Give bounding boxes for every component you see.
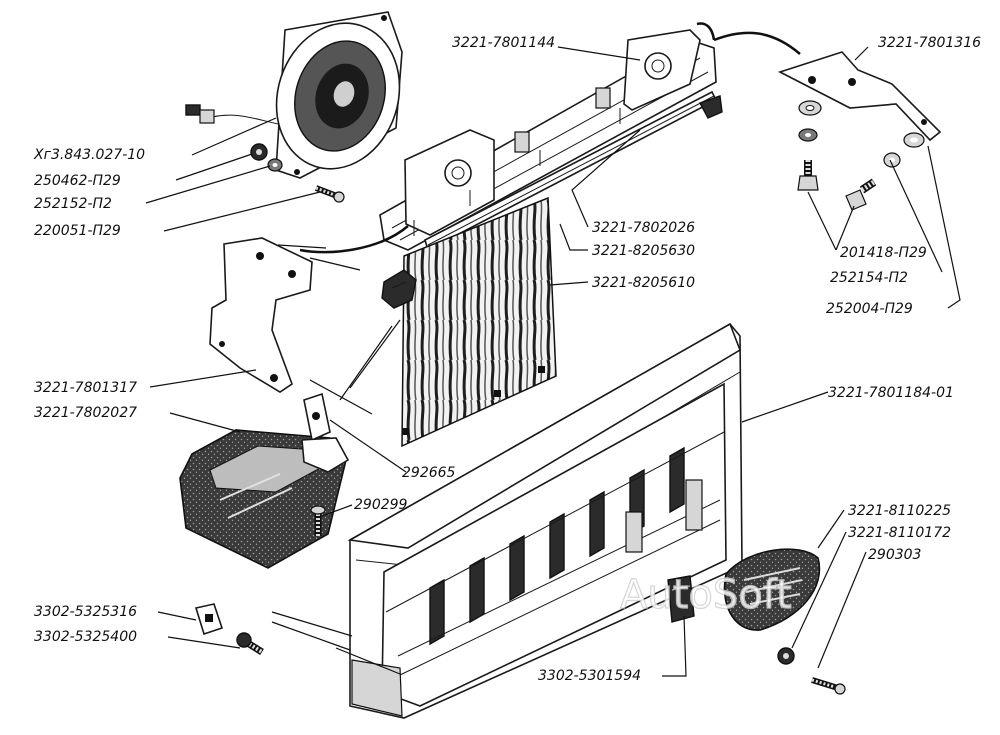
label-3221-7801184-01: 3221-7801184-01: [828, 385, 954, 401]
tray: [179, 392, 350, 569]
label-252152-p2: 252152-П2: [34, 196, 112, 212]
right-fasteners: [797, 100, 925, 211]
label-3221-7801144: 3221-7801144: [452, 35, 555, 51]
speaker: [185, 11, 403, 179]
label-3302-5325316: 3302-5325316: [34, 604, 137, 620]
top-right-bracket: [777, 51, 942, 142]
label-3221-7802027: 3221-7802027: [34, 405, 137, 421]
label-201418-p29: 201418-П29: [840, 245, 927, 261]
label-290299: 290299: [354, 497, 408, 513]
label-xg3-843-027-10: Хг3.843.027-10: [33, 147, 145, 163]
label-292665: 292665: [402, 465, 456, 481]
label-252154-p2: 252154-П2: [830, 270, 908, 286]
curtain: [401, 196, 557, 448]
label-3221-8110225: 3221-8110225: [848, 503, 951, 519]
label-3221-8205610: 3221-8205610: [592, 275, 695, 291]
lock: [667, 575, 695, 623]
label-3221-7801316: 3221-7801316: [878, 35, 981, 51]
label-3221-8205630: 3221-8205630: [592, 243, 695, 259]
label-3221-7801317: 3221-7801317: [34, 380, 137, 396]
left-bracket: [209, 237, 313, 393]
cover: [723, 548, 821, 631]
label-290303: 290303: [868, 547, 921, 563]
watermark: AutoSoft: [620, 572, 792, 618]
label-252004-p29: 252004-П29: [826, 301, 913, 317]
bottom-left-fasteners: [194, 603, 264, 655]
part-labels: 3221-7801144 3221-7801316 Хг3.843.027-10…: [33, 35, 981, 684]
main-panel: [347, 322, 743, 719]
label-3302-5301594: 3302-5301594: [538, 668, 641, 684]
speaker-fasteners: [250, 143, 345, 203]
curtain-clip: [381, 269, 417, 309]
leader-lines: [145, 46, 961, 677]
panel-slots: [429, 446, 685, 646]
screw-290299: [310, 505, 326, 536]
label-3302-5325400: 3302-5325400: [34, 629, 137, 645]
label-3221-7802026: 3221-7802026: [592, 220, 695, 236]
label-250462-p29: 250462-П29: [34, 173, 121, 189]
cables: [299, 22, 801, 254]
label-220051-p29: 220051-П29: [34, 223, 121, 239]
cover-fasteners: [777, 647, 846, 695]
label-3221-8110172: 3221-8110172: [848, 525, 951, 541]
